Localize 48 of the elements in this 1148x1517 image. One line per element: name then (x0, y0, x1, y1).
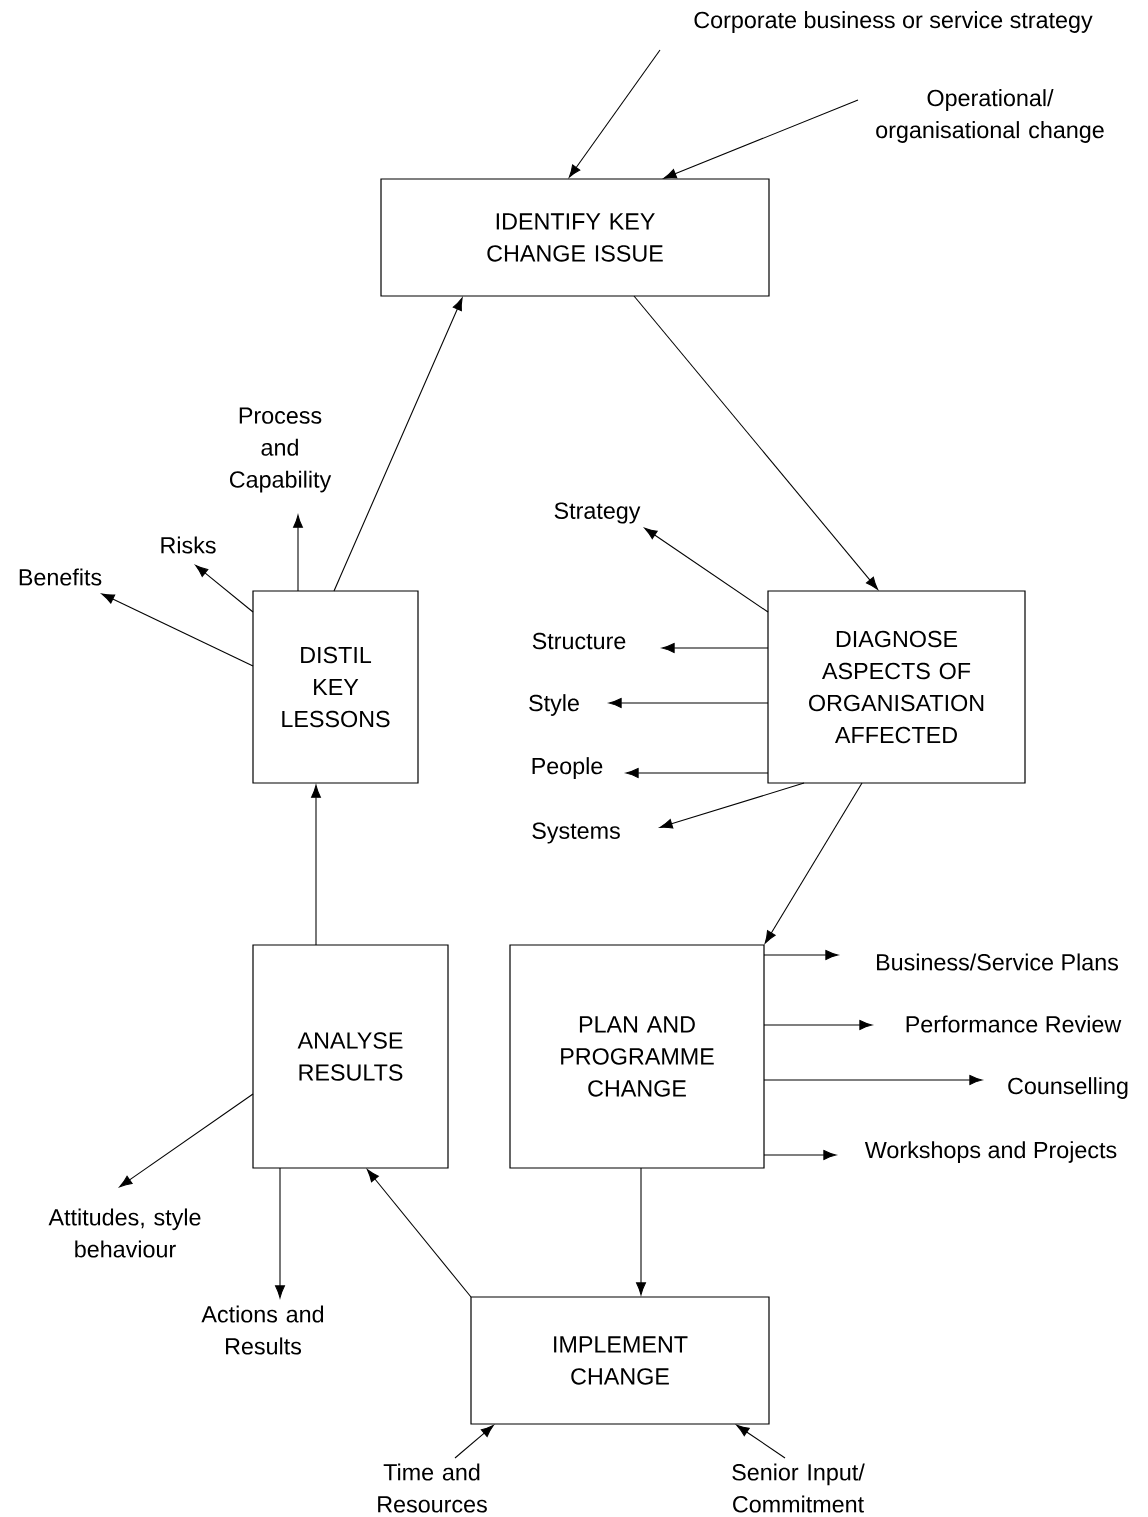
process-box: DISTIL KEY LESSONS (252, 590, 419, 784)
process-box: ANALYSE RESULTS (252, 944, 449, 1169)
text-label: Structure (532, 632, 626, 650)
text-label: Risks (161, 536, 216, 554)
arrow (608, 698, 769, 708)
text-label: Business/Service Plans (877, 953, 1118, 971)
arrow (101, 593, 254, 667)
arrow (661, 643, 769, 653)
arrow (119, 1093, 254, 1188)
process-box: PLAN AND PROGRAMME CHANGE (509, 944, 765, 1169)
arrow (454, 1424, 494, 1459)
text-label: Workshops and Projects (864, 1141, 1117, 1163)
arrow (763, 950, 839, 960)
arrow (311, 784, 321, 946)
arrow (366, 1169, 472, 1298)
process-box: IDENTIFY KEY CHANGE ISSUE (380, 178, 770, 297)
arrow (644, 527, 769, 613)
text-label: Attitudes, style behaviour (48, 1208, 201, 1258)
arrow (763, 1020, 873, 1030)
arrow (659, 782, 805, 829)
arrow (275, 1167, 285, 1299)
arrow (293, 514, 303, 592)
arrow (633, 295, 879, 590)
arrow (625, 768, 769, 778)
arrow (636, 1167, 646, 1296)
arrow (764, 782, 863, 944)
text-label: Process and Capability (229, 407, 332, 493)
arrow (568, 49, 661, 178)
text-label: Actions and Results (201, 1305, 324, 1355)
arrow (195, 564, 254, 613)
text-label: Benefits (19, 568, 102, 586)
text-label: Time and Resources (378, 1463, 487, 1513)
text-label: Strategy (554, 502, 641, 524)
text-label: Senior Input/ Commitment (732, 1463, 865, 1513)
arrow (763, 1075, 983, 1085)
text-label: People (532, 757, 603, 779)
text-label: Corporate business or service strategy (694, 11, 1093, 33)
process-box: IMPLEMENT CHANGE (470, 1296, 770, 1425)
text-label: Counselling (1008, 1077, 1128, 1099)
text-label: Style (529, 694, 579, 716)
arrow (333, 297, 463, 592)
arrow (763, 1150, 837, 1160)
arrow (663, 99, 859, 179)
arrow (736, 1424, 786, 1459)
text-label: Systems (532, 822, 620, 844)
text-label: Performance Review (906, 1015, 1122, 1033)
text-label: Operational/ organisational change (876, 89, 1104, 143)
process-box: DIAGNOSE ASPECTS OF ORGANISATION AFFECTED (767, 590, 1026, 784)
